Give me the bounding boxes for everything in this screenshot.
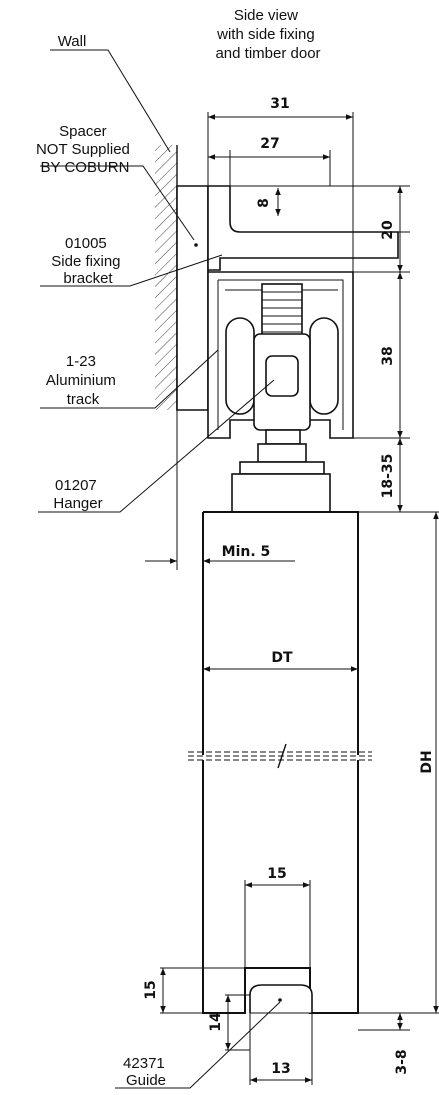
- label-bracket-line-3: bracket: [63, 270, 113, 287]
- label-spacer-line-2: NOT Supplied: [36, 141, 130, 158]
- dim-3-8: 3-8: [394, 1049, 410, 1074]
- label-hanger: 01207 Hanger: [53, 477, 102, 512]
- label-spacer: Spacer NOT Supplied BY COBURN: [36, 123, 134, 176]
- dim-27: 27: [260, 136, 279, 152]
- dim-14: 14: [208, 1012, 224, 1032]
- label-hanger-line-2: Hanger: [53, 495, 102, 512]
- timber-door: [188, 511, 372, 1014]
- wall: [155, 145, 178, 410]
- extension-lines: [160, 112, 439, 1085]
- dimension-lines: [145, 114, 439, 1083]
- dim-13: 13: [271, 1061, 290, 1077]
- label-bracket: 01005 Side fixing bracket: [51, 235, 124, 287]
- dim-min-5: Min. 5: [222, 544, 271, 560]
- view-title-line-2: with side fixing: [216, 26, 315, 43]
- dim-dt: DT: [271, 650, 293, 666]
- dim-15-top: 15: [267, 866, 286, 882]
- label-wall: Wall: [58, 33, 87, 50]
- leader-lines: [38, 49, 281, 1089]
- label-track-line-3: track: [67, 391, 100, 408]
- label-guide-line-1: 42371: [123, 1055, 165, 1072]
- label-bracket-line-1: 01005: [65, 235, 107, 252]
- dim-38: 38: [380, 346, 396, 365]
- label-guide-line-2: Guide: [126, 1072, 166, 1089]
- label-guide: 42371 Guide: [123, 1055, 169, 1089]
- label-bracket-line-2: Side fixing: [51, 253, 120, 270]
- view-title: Side view with side fixing and timber do…: [215, 7, 320, 62]
- label-track-line-2: Aluminium: [46, 372, 116, 389]
- dim-8: 8: [256, 198, 272, 208]
- view-title-line-1: Side view: [234, 7, 298, 24]
- view-title-line-3: and timber door: [215, 45, 320, 62]
- label-hanger-line-1: 01207: [55, 477, 97, 494]
- dim-18-35: 18-35: [380, 454, 396, 499]
- label-track: 1-23 Aluminium track: [46, 353, 120, 408]
- dim-15-side: 15: [143, 980, 159, 999]
- dim-31: 31: [270, 96, 289, 112]
- label-spacer-line-1: Spacer: [59, 123, 107, 140]
- dim-20: 20: [380, 220, 396, 240]
- dim-dh: DH: [419, 750, 435, 773]
- hanger: [225, 283, 339, 513]
- floor-guide: [249, 984, 313, 1014]
- label-spacer-line-3: BY COBURN: [41, 159, 130, 176]
- label-track-line-1: 1-23: [66, 353, 96, 370]
- side-fixing-bracket: [176, 185, 399, 411]
